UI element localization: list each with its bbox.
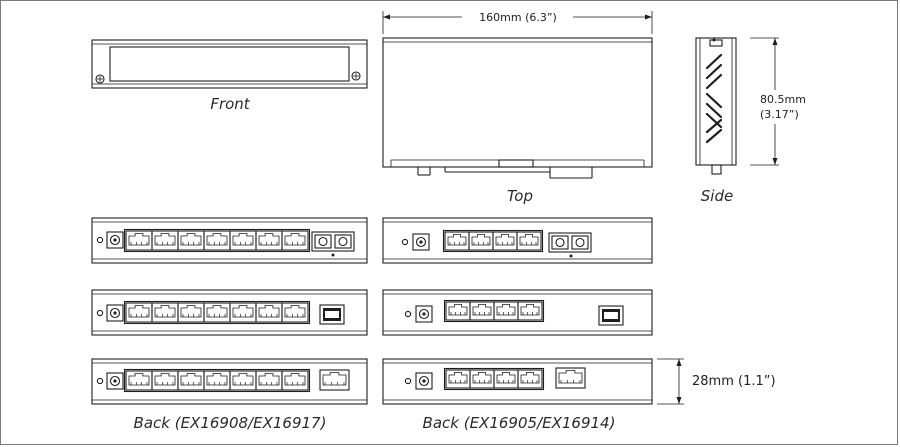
- rj45-port-icon: [177, 370, 205, 391]
- rj45-port-icon: [125, 302, 153, 323]
- power-jack-icon: [415, 305, 433, 323]
- rj45-port-icon: [229, 370, 257, 391]
- rj45-port-icon: [445, 301, 471, 321]
- rj45-port-icon: [469, 301, 495, 321]
- rj45-port-icon: [229, 230, 257, 251]
- rj45-port-icon: [203, 230, 231, 251]
- side-view: [695, 37, 737, 175]
- rj45-port-icon: [281, 230, 309, 251]
- rj45-port-icon: [493, 369, 519, 389]
- led-indicator: [96, 236, 104, 244]
- front-view: [91, 39, 368, 89]
- rj45-port-icon: [281, 302, 309, 323]
- side-caption: Side: [701, 187, 733, 205]
- fiber-sc-port-icon: [311, 231, 355, 252]
- led-indicator: [96, 309, 104, 317]
- rj45-port-icon: [255, 370, 283, 391]
- back-panel-4port-rj45: [382, 358, 653, 405]
- back-panel-8port-fiber-sc: [91, 217, 368, 264]
- rj45-port-icon: [255, 302, 283, 323]
- led-indicator: [96, 377, 104, 385]
- fiber-sc-port-icon: [548, 232, 592, 253]
- rj45-port-icon: [229, 302, 257, 323]
- front-screw-left-icon: [95, 74, 105, 84]
- back-8port-caption: Back (EX16908/EX16917): [134, 414, 327, 432]
- top-caption: Top: [507, 187, 533, 205]
- rj45-port-icon: [469, 369, 495, 389]
- rj45-port-icon: [177, 302, 205, 323]
- power-jack-icon: [415, 372, 433, 390]
- back-panel-4port-sfp: [382, 289, 653, 336]
- width-dimension: [382, 11, 653, 34]
- width-label: 160mm (6.3”): [479, 11, 557, 24]
- rj45-port-icon: [517, 301, 543, 321]
- height-in-label: (3.17”): [760, 108, 799, 121]
- power-jack-icon: [106, 231, 124, 249]
- rj45-port-icon: [445, 369, 471, 389]
- rj45-port-icon: [492, 231, 518, 251]
- rj45-port-icon: [555, 367, 586, 389]
- back-panels: [91, 217, 653, 405]
- rj45-port-icon: [177, 230, 205, 251]
- led-indicator: [404, 377, 412, 385]
- height-dimension: [750, 37, 779, 166]
- rj45-port-icon: [125, 230, 153, 251]
- back-panel-4port-fiber-sc: [382, 217, 653, 264]
- depth-label: 28mm (1.1”): [692, 374, 776, 389]
- rj45-port-icon: [203, 302, 231, 323]
- power-jack-icon: [412, 233, 430, 251]
- side-vent-slots: [705, 53, 723, 144]
- rj45-port-icon: [516, 231, 542, 251]
- rj45-port-icon: [468, 231, 494, 251]
- height-mm-label: 80.5mm: [760, 93, 806, 106]
- front-caption: Front: [210, 95, 250, 113]
- rj45-port-icon: [151, 370, 179, 391]
- rj45-port-icon: [281, 370, 309, 391]
- rj45-port-icon: [517, 369, 543, 389]
- back-4port-caption: Back (EX16905/EX16914): [423, 414, 616, 432]
- depth-dimension: [657, 358, 684, 405]
- power-jack-icon: [106, 304, 124, 322]
- rj45-port-icon: [444, 231, 470, 251]
- rj45-port-icon: [203, 370, 231, 391]
- rj45-port-icon: [151, 230, 179, 251]
- rj45-port-icon: [319, 369, 350, 391]
- led-indicator: [404, 310, 412, 318]
- top-view: [382, 37, 653, 179]
- rj45-port-icon: [151, 302, 179, 323]
- led-indicator: [401, 238, 409, 246]
- back-panel-8port-sfp: [91, 289, 368, 336]
- rj45-port-icon: [125, 370, 153, 391]
- rj45-port-icon: [493, 301, 519, 321]
- front-screw-right-icon: [351, 71, 361, 81]
- sfp-port-icon: [598, 305, 624, 326]
- power-jack-icon: [106, 372, 124, 390]
- rj45-port-icon: [255, 230, 283, 251]
- back-panel-8port-rj45: [91, 358, 368, 405]
- sfp-port-icon: [319, 304, 345, 325]
